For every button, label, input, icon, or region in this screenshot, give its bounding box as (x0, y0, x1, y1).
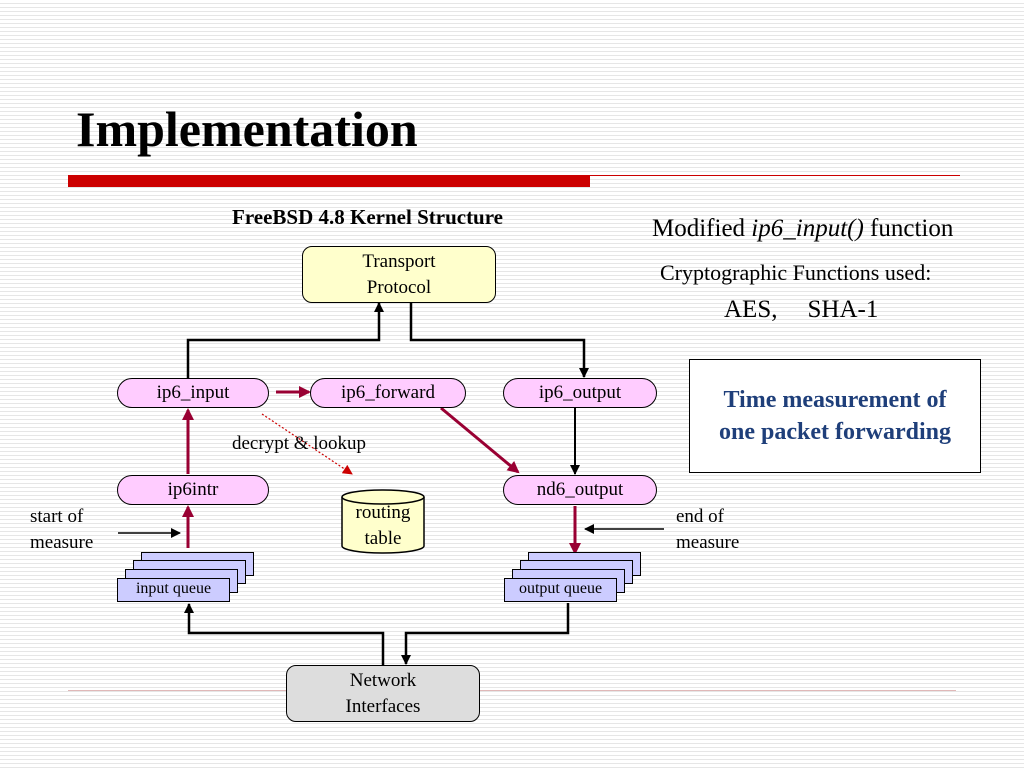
connector-network-to-input-queue (184, 603, 385, 665)
modified-prefix: Modified (652, 215, 752, 242)
connector-input-to-transport (186, 302, 384, 378)
node-ip6-input: ip6_input (117, 378, 269, 408)
routing-table-cylinder (341, 489, 425, 554)
end-of-measure-label: end of measure (676, 504, 739, 556)
output-queue-label: output queue (504, 578, 617, 602)
algorithm-aes: AES, (724, 296, 778, 323)
callout-line-2: one packet forwarding (719, 419, 951, 445)
transport-line-1: Transport (362, 250, 436, 272)
input-queue-label: input queue (117, 578, 230, 602)
transport-protocol-box: Transport Protocol (302, 246, 496, 303)
routing-table-label: routing table (342, 500, 424, 552)
network-line-1: Network (349, 669, 417, 691)
end-line-1: end of (676, 506, 725, 527)
node-nd6-output: nd6_output (503, 475, 657, 505)
routing-line-2: table (364, 528, 402, 549)
arrow-forward-to-nd6 (440, 406, 520, 474)
algorithm-sha1: SHA-1 (807, 296, 879, 323)
slide-title: Implementation (76, 101, 418, 157)
algorithm-list: AES, SHA-1 (724, 296, 878, 324)
title-underline-bar (68, 175, 590, 187)
connector-output-queue-to-network (401, 603, 570, 665)
end-line-2: measure (676, 532, 740, 553)
start-of-measure-label: start of measure (30, 504, 93, 556)
network-line-2: Interfaces (345, 695, 421, 717)
crypto-functions-label: Cryptographic Functions used: (660, 260, 932, 285)
function-name: ip6_input() (751, 215, 864, 242)
connector-transport-to-output (409, 303, 589, 378)
decrypt-lookup-label: decrypt & lookup (232, 433, 367, 454)
start-line-2: measure (30, 532, 94, 553)
footer-rule (68, 690, 956, 691)
modified-function-note: Modified ip6_input() function (652, 215, 953, 243)
node-ip6-output: ip6_output (503, 378, 657, 408)
node-ip6intr: ip6intr (117, 475, 269, 505)
node-ip6-forward: ip6_forward (310, 378, 466, 408)
transport-line-2: Protocol (366, 276, 432, 298)
modified-suffix: function (863, 215, 954, 242)
diagram-title: FreeBSD 4.8 Kernel Structure (232, 205, 504, 229)
callout-line-1: Time measurement of (723, 387, 947, 413)
title-underline-rule (590, 175, 960, 176)
routing-line-1: routing (355, 502, 411, 523)
network-interfaces-box: Network Interfaces (286, 665, 480, 722)
start-line-1: start of (30, 506, 84, 527)
time-measurement-callout: Time measurement of one packet forwardin… (689, 359, 981, 473)
